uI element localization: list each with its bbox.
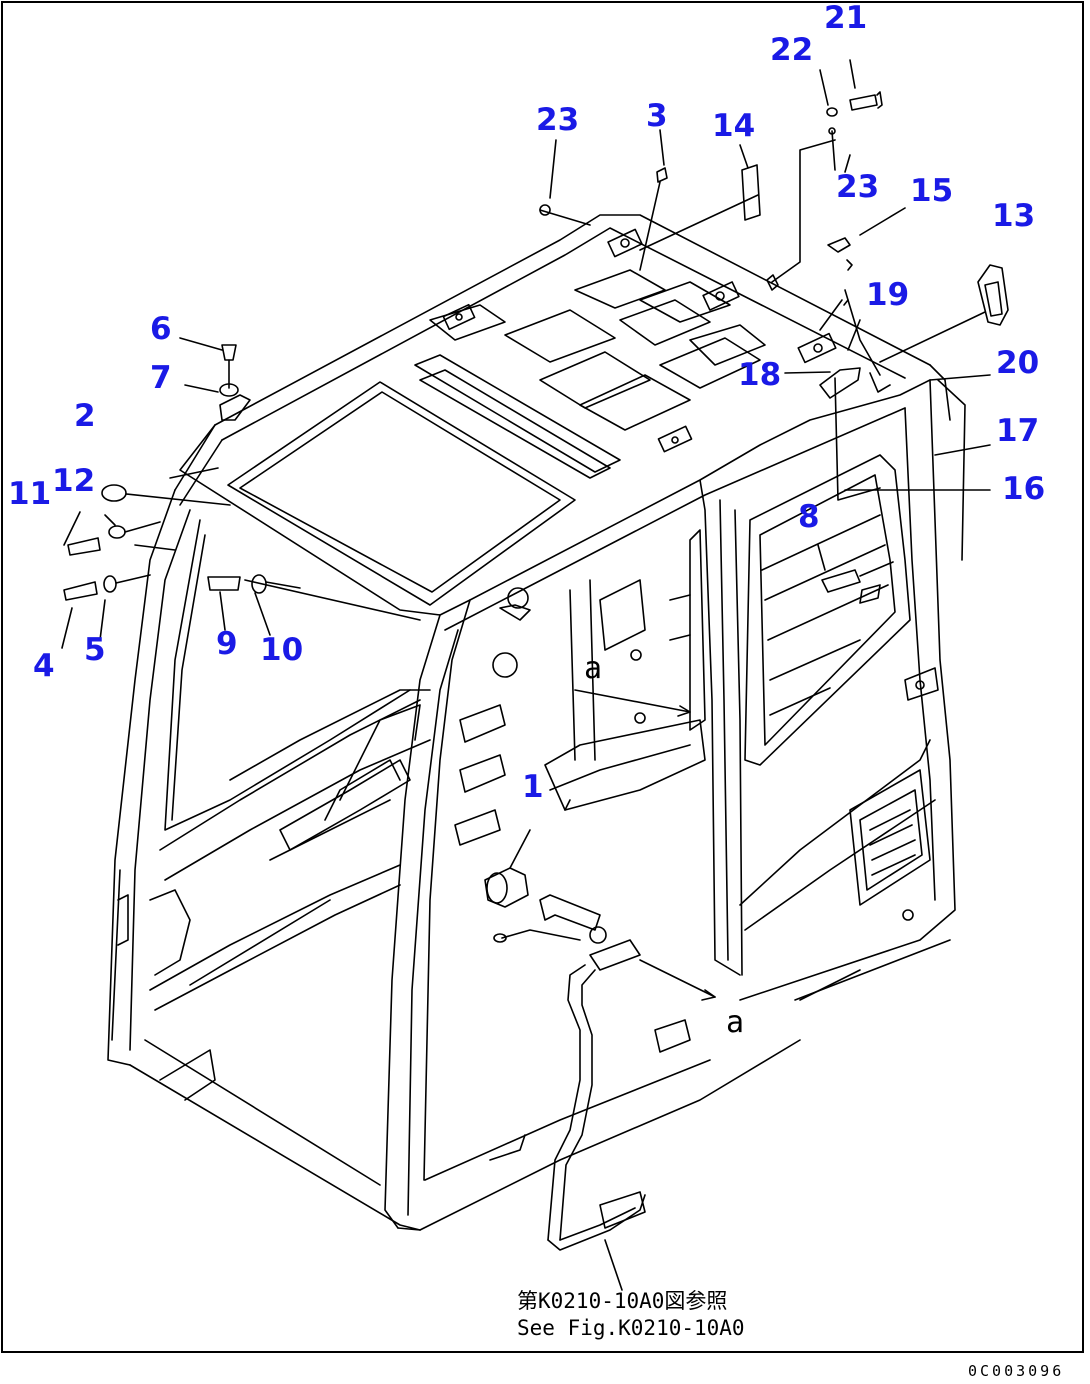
cab-interior bbox=[544, 529, 706, 811]
reference-note-english: See Fig.K0210-10A0 bbox=[517, 1316, 745, 1340]
rear-door-frame bbox=[699, 379, 956, 1001]
callout-6: 6 bbox=[150, 311, 172, 347]
view-marker-a-lower: a bbox=[726, 1005, 745, 1040]
callout-20: 20 bbox=[996, 345, 1040, 381]
callout-13: 13 bbox=[992, 198, 1036, 234]
callout-17: 17 bbox=[996, 413, 1040, 449]
exploded-parts bbox=[61, 59, 1009, 1291]
callout-14: 14 bbox=[712, 108, 756, 144]
callout-22: 22 bbox=[770, 32, 814, 68]
callout-2: 2 bbox=[74, 398, 96, 434]
view-marker-a-upper: a bbox=[584, 651, 603, 686]
reference-note-japanese: 第K0210-10A0図参照 bbox=[517, 1289, 728, 1313]
callout-23-right: 23 bbox=[836, 169, 880, 205]
callout-11: 11 bbox=[8, 476, 52, 512]
callout-16: 16 bbox=[1002, 471, 1046, 507]
callout-8: 8 bbox=[798, 499, 820, 535]
callout-3: 3 bbox=[646, 98, 668, 134]
drawing-number: 0C003096 bbox=[968, 1362, 1065, 1380]
callout-15: 15 bbox=[910, 173, 954, 209]
callout-1: 1 bbox=[522, 769, 544, 805]
callout-18: 18 bbox=[738, 357, 782, 393]
callout-10: 10 bbox=[260, 632, 304, 668]
callout-19: 19 bbox=[866, 277, 910, 313]
front-right-pillar bbox=[384, 587, 801, 1231]
callout-5: 5 bbox=[84, 632, 106, 668]
callout-23-left: 23 bbox=[536, 102, 580, 138]
roof-panel bbox=[174, 214, 951, 631]
callout-7: 7 bbox=[150, 360, 172, 396]
callout-9: 9 bbox=[216, 626, 238, 662]
callout-4: 4 bbox=[33, 648, 55, 684]
callout-21: 21 bbox=[824, 0, 868, 36]
drawing-frame bbox=[1, 1, 1084, 1353]
callout-12: 12 bbox=[52, 463, 96, 499]
left-side-frame bbox=[107, 489, 506, 1231]
